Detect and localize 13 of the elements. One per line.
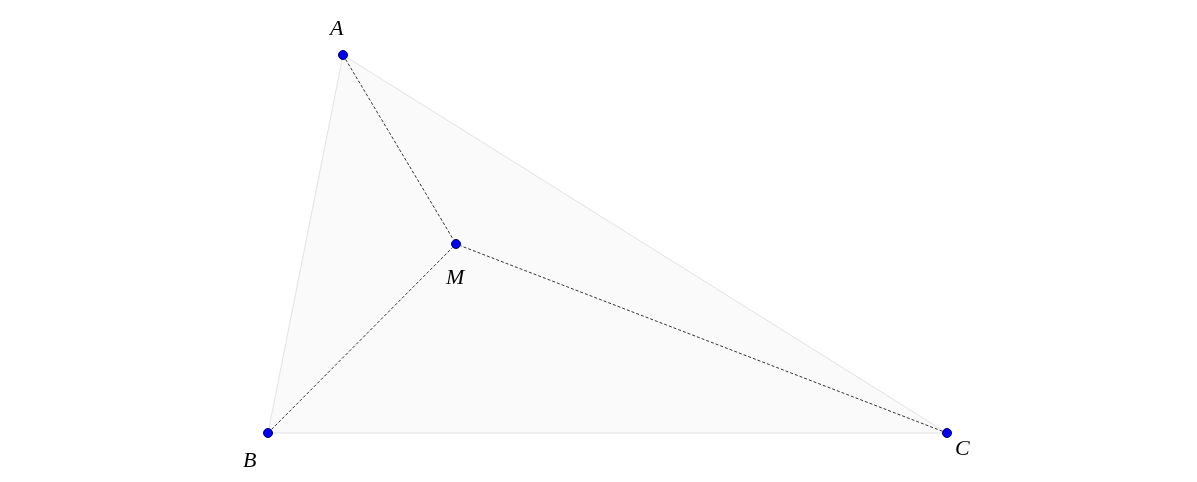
point-label: C xyxy=(955,437,970,459)
triangle-side xyxy=(346,57,944,431)
dashed-segment xyxy=(460,245,943,432)
dashed-segment xyxy=(271,247,453,430)
point-dot xyxy=(263,428,273,438)
point-dot xyxy=(338,50,348,60)
point-label: M xyxy=(446,266,465,288)
point-dot xyxy=(451,239,461,249)
point-label: A xyxy=(330,17,344,39)
point-dot xyxy=(942,428,952,438)
point-label: B xyxy=(243,449,257,471)
dashed-segment xyxy=(345,58,454,241)
triangle-side xyxy=(268,59,343,429)
